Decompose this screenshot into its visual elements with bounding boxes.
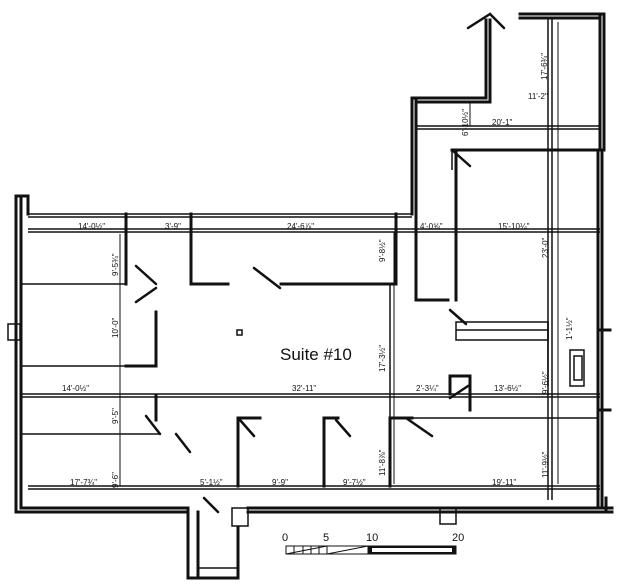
dim-label: 11'-9½" <box>541 451 550 478</box>
entry-stair <box>186 506 457 580</box>
dim-label: 13'-6½" <box>494 384 521 393</box>
suite-title: Suite #10 <box>280 345 352 364</box>
dim-label: 11'-8⅞" <box>378 449 387 476</box>
dimension-lines <box>119 22 559 486</box>
dim-label: 10'-0" <box>111 317 120 338</box>
dim-label: 9'-6" <box>111 472 120 488</box>
dim-label: 14'-0½" <box>62 384 89 393</box>
dim-label: 17'-6¾" <box>540 53 549 80</box>
scale-tick-label: 10 <box>366 532 378 544</box>
dim-label: 32'-11" <box>292 384 316 393</box>
dim-label: 2'-3¼" <box>416 384 439 393</box>
dim-label: 9'-6½" <box>541 371 550 394</box>
dim-label: 1'-1½" <box>565 317 574 340</box>
dim-label: 9'-8½" <box>378 239 387 262</box>
dim-label: 19'-11" <box>492 478 516 487</box>
dim-label: 9'-7½" <box>343 478 366 487</box>
door-swings <box>134 12 506 514</box>
dim-label: 11'-2" <box>528 92 548 101</box>
dimension-labels: 14'-0½" 3'-9" 24'-6⅞" 4'-0⅝" 15'-10¼" 20… <box>62 53 574 488</box>
dim-label: 3'-9" <box>165 222 181 231</box>
dim-label: 14'-0½" <box>78 222 105 231</box>
scale-tick-label: 20 <box>452 532 464 544</box>
dim-label: 6'-10½" <box>461 109 470 136</box>
dim-label: 4'-0⅝" <box>420 222 443 231</box>
dim-label: 24'-6⅞" <box>287 222 314 231</box>
dim-label: 17'-7¾" <box>70 478 97 487</box>
dim-label: 5'-1½" <box>200 478 223 487</box>
dim-label: 23'-0" <box>541 237 550 258</box>
exterior-walls <box>7 12 614 514</box>
scale-bar: 0 5 10 20 <box>282 532 464 555</box>
interior-walls <box>21 125 612 490</box>
dim-label: 9'-5¾" <box>111 253 120 276</box>
dim-label: 9'-5" <box>111 408 120 424</box>
scale-tick-label: 5 <box>323 532 329 544</box>
dim-label: 9'-9" <box>272 478 288 487</box>
dim-label: 17'-3½" <box>378 345 387 372</box>
scale-tick-label: 0 <box>282 532 288 544</box>
dim-label: 20'-1" <box>492 118 513 127</box>
dim-label: 15'-10¼" <box>498 222 530 231</box>
